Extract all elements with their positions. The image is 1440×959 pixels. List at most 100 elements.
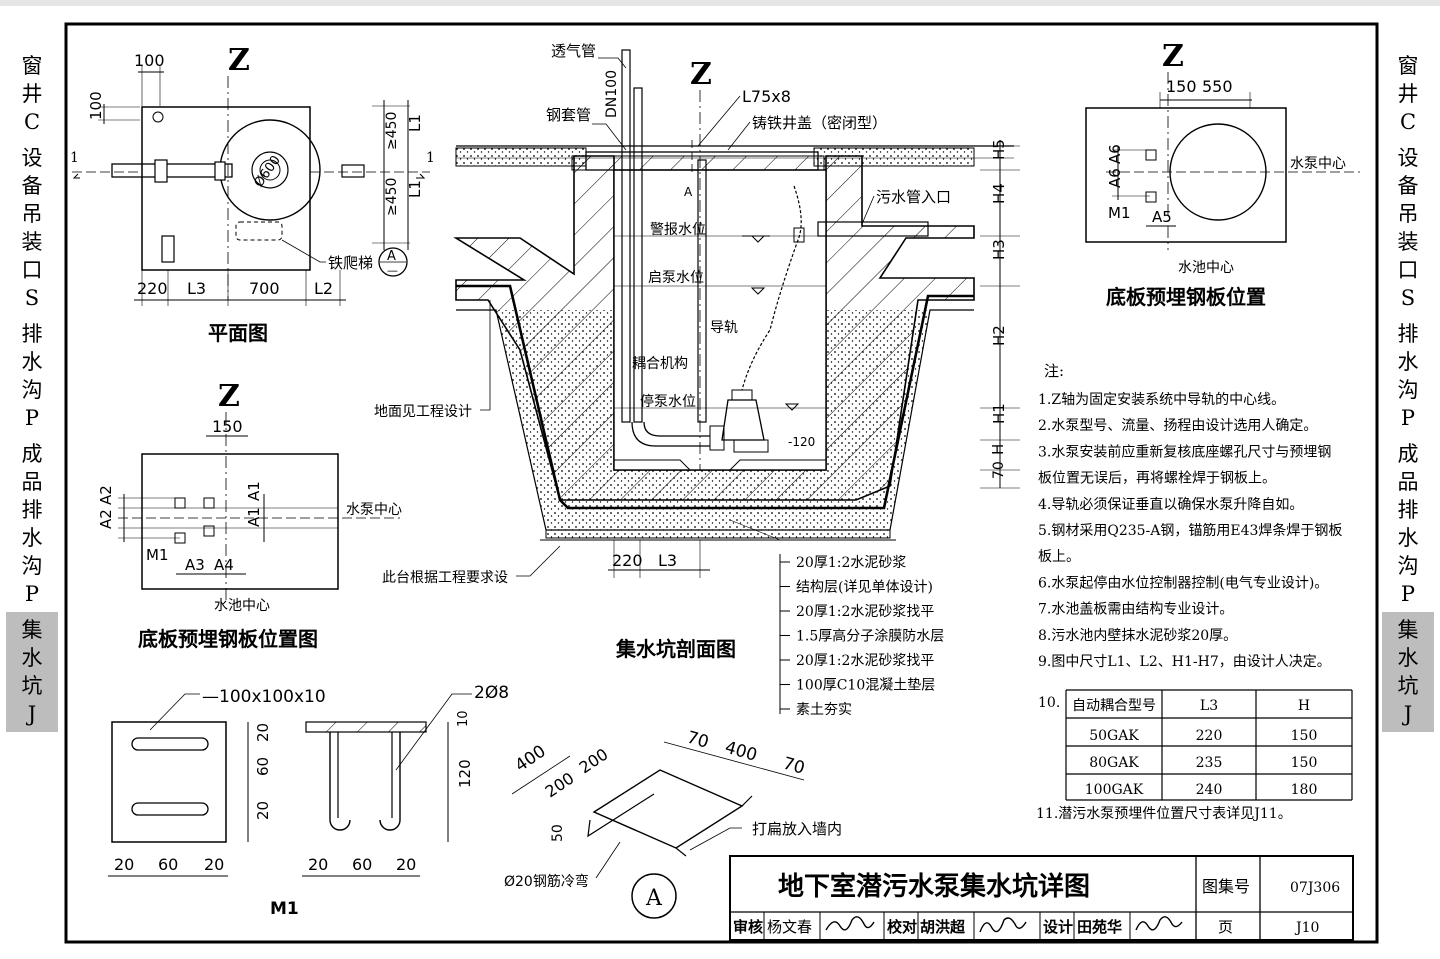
table-header: 自动耦合型号 <box>1072 698 1156 714</box>
detail-a-bend-note: Ø20钢筋冷弯 <box>504 873 589 890</box>
svg-text:150: 150 <box>1166 77 1197 96</box>
plate1-a1-top: A1 <box>245 481 263 501</box>
detail-a-flat-note: 打扁放入墙内 <box>752 820 842 838</box>
plate1-a2-bottom: A2 <box>97 509 115 529</box>
notes-heading: 注: <box>1044 362 1064 380</box>
m1-label: M1 <box>270 899 299 919</box>
category-tab-char: 沟 <box>1397 554 1419 578</box>
category-tab-char: 水 <box>21 526 43 550</box>
category-tab-char: 水 <box>1397 646 1419 670</box>
category-tab-char: 装 <box>21 230 43 254</box>
sheet-border <box>64 22 1379 944</box>
section-layer-item: 20厚1:2水泥砂浆 <box>796 555 906 571</box>
svg-text:220: 220 <box>612 551 643 570</box>
svg-text:A5: A5 <box>1152 208 1172 226</box>
plan-dim-450-top: ≥450 <box>384 112 400 150</box>
category-tab-char: 沟 <box>21 554 43 578</box>
section-start-level: 启泵水位 <box>648 270 704 286</box>
svg-text:200: 200 <box>576 744 612 777</box>
notes-item-11: 11.潜污水泵预埋件位置尺寸表详见J11。 <box>1036 806 1292 822</box>
plan-section-mark-left: 1 <box>70 150 79 166</box>
section-sleeve-label: 钢套管 <box>546 106 591 124</box>
plate2-title: 底板预埋钢板位置 <box>1106 285 1266 309</box>
table-cell: 220 <box>1196 728 1223 744</box>
notes-item: 8.污水池内壁抹水泥砂浆20厚。 <box>1038 628 1237 644</box>
svg-text:200: 200 <box>542 768 578 801</box>
section-rail-label: 导轨 <box>710 320 738 336</box>
section-alarm-level: 警报水位 <box>650 222 706 238</box>
table-header: H <box>1298 698 1310 714</box>
category-tab-char: 备 <box>1397 174 1419 198</box>
svg-text:H3: H3 <box>990 239 1008 260</box>
detail-a-tag <box>631 873 677 919</box>
svg-text:550: 550 <box>1202 77 1233 96</box>
category-tab-char: C <box>23 110 41 134</box>
category-tab-char: 集 <box>1397 618 1419 642</box>
reviewer-signature <box>825 916 875 931</box>
section-layer-item: 1.5厚高分子涂膜防水层 <box>796 628 944 645</box>
svg-text:A6: A6 <box>1106 168 1124 188</box>
svg-text:10: 10 <box>456 710 471 727</box>
svg-text:50: 50 <box>550 824 566 842</box>
table-cell: 80GAK <box>1089 755 1139 771</box>
svg-text:20: 20 <box>396 855 416 874</box>
svg-text:胡洪超: 胡洪超 <box>920 918 966 936</box>
plate1-a1-bottom: A1 <box>245 507 263 527</box>
section-cover-label: 铸铁井盖（密闭型） <box>752 114 887 132</box>
notes-item: 2.水泵型号、流量、扬程由设计选用人确定。 <box>1038 418 1317 434</box>
plate1-title: 底板预埋钢板位置图 <box>138 627 318 651</box>
plan-dim-l3: L3 <box>187 279 206 298</box>
category-tab-char: 成 <box>21 442 43 466</box>
plan-detail-tag <box>378 247 408 277</box>
svg-text:设计: 设计 <box>1043 918 1073 936</box>
checker-signature <box>979 917 1027 933</box>
window-top-strip <box>0 0 1440 6</box>
category-tab-char: 水 <box>21 646 43 670</box>
designer-signature <box>1135 916 1183 931</box>
notes-item: 3.水泵安装前应重新复核底座螺孔尺寸与预埋钢 <box>1038 443 1331 460</box>
section-level-ticks <box>980 145 1020 489</box>
section-layer-item: 素土夯实 <box>796 702 852 718</box>
svg-text:M1: M1 <box>1108 204 1131 222</box>
svg-text:400: 400 <box>512 741 550 776</box>
category-tab-char: J <box>27 702 37 726</box>
category-tab-char: 排 <box>21 498 43 522</box>
section-layer-legend: 20厚1:2水泥砂浆结构层(详见单体设计)20厚1:2水泥砂浆找平1.5厚高分子… <box>780 555 944 718</box>
plate1-dim-150: 150 <box>212 417 243 436</box>
category-tab-char: 品 <box>21 470 43 494</box>
plate1-z-label: Z <box>218 379 240 414</box>
notes-item: 6.水泵起停由水位控制器控制(电气专业设计)。 <box>1038 574 1328 591</box>
table-header: L3 <box>1200 698 1218 714</box>
plate1-a2-top: A2 <box>97 485 115 505</box>
category-tab-char: 口 <box>21 258 43 282</box>
category-tab-char: S <box>24 286 40 310</box>
category-tab-char: 备 <box>21 174 43 198</box>
table-cell: 180 <box>1291 782 1318 798</box>
notes-item: 9.图中尺寸L1、L2、H1-H7，由设计人决定。 <box>1038 654 1331 670</box>
category-tab-char: 口 <box>1397 258 1419 282</box>
plate1-pool-center: 水池中心 <box>214 598 270 614</box>
table-cell: 100GAK <box>1085 782 1144 798</box>
category-tab-char: 窗 <box>21 54 43 78</box>
notes-item: 5.钢材采用Q235-A钢，锚筋用E43焊条焊于钢板 <box>1038 522 1342 539</box>
plate1-a4: A4 <box>214 556 234 574</box>
drawing-title: 地下室潜污水泵集水坑详图 <box>778 871 1090 902</box>
section-ground-note: 地面见工程设计 <box>374 404 472 420</box>
notes-item: 1.Z轴为固定安装系统中导轨的中心线。 <box>1038 392 1285 408</box>
svg-text:审核: 审核 <box>733 918 763 936</box>
svg-text:20: 20 <box>114 855 134 874</box>
